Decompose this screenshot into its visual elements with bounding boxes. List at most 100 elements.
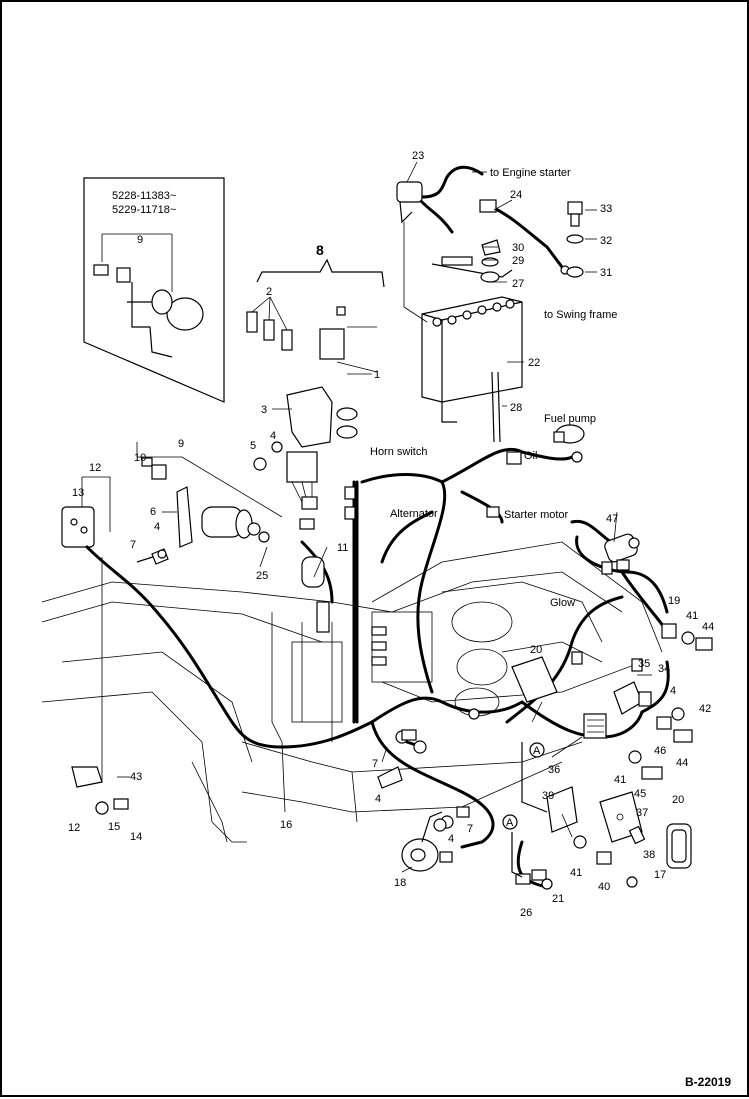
solenoid-47 [604, 533, 640, 571]
callout-41-a: 41 [686, 610, 698, 622]
leader-lines [117, 161, 652, 873]
serial-range-2: 5229-11718~ [112, 204, 176, 216]
callout-30: 30 [512, 242, 524, 254]
callout-17: 17 [654, 869, 666, 881]
callout-4-b: 4 [154, 521, 160, 533]
callout-33: 33 [600, 203, 612, 215]
callout-40: 40 [598, 881, 610, 893]
callout-45: 45 [634, 788, 646, 800]
relay-13 [61, 506, 95, 548]
callout-34: 34 [658, 663, 670, 675]
right-fasteners-top [661, 623, 713, 651]
callout-8: 8 [316, 242, 324, 258]
label-starter-motor: Starter motor [504, 509, 569, 521]
callout-5: 5 [250, 440, 256, 452]
callout-4-e: 4 [670, 685, 676, 697]
callout-37: 37 [636, 807, 648, 819]
label-alternator: Alternator [390, 508, 438, 520]
harness-connectors [299, 451, 613, 754]
callout-4-c: 4 [375, 793, 381, 805]
drawing-code: B-22019 [685, 1075, 731, 1089]
inset-bushing [116, 267, 131, 283]
callout-39: 39 [542, 790, 554, 802]
callout-4-d: 4 [448, 833, 454, 845]
callout-47: 47 [606, 513, 618, 525]
bottom-middle-parts [401, 806, 553, 890]
label-glow: Glow [550, 597, 575, 609]
callout-2: 2 [266, 286, 272, 298]
callout-9-inset: 9 [137, 234, 143, 246]
callout-16: 16 [280, 819, 292, 831]
callout-26: 26 [520, 907, 532, 919]
inset-horn [166, 297, 204, 331]
callout-29: 29 [512, 255, 524, 267]
bottom-right-parts [521, 742, 692, 888]
main-harness [85, 447, 670, 889]
callout-10: 10 [134, 452, 146, 464]
callout-4-a: 4 [270, 430, 276, 442]
callout-42: 42 [699, 703, 711, 715]
callout-11: 11 [337, 542, 348, 554]
group-13 [61, 476, 129, 815]
callout-12-top: 12 [89, 462, 101, 474]
callout-6: 6 [150, 506, 156, 518]
callout-7-a: 7 [130, 539, 136, 551]
inset-box: 5228-11383~ 5229-11718~ [83, 177, 225, 403]
callout-7-c: 7 [467, 823, 473, 835]
group-8 [246, 258, 385, 510]
callout-36: 36 [548, 764, 560, 776]
callout-31: 31 [600, 267, 612, 279]
callout-1: 1 [374, 369, 380, 381]
right-fasteners-middle [511, 656, 693, 780]
callout-23: 23 [412, 150, 424, 162]
battery-cables [396, 165, 570, 323]
label-swing-frame: to Swing frame [544, 309, 617, 321]
callout-19: 19 [668, 595, 680, 607]
callout-15: 15 [108, 821, 120, 833]
marker-a-bottom [502, 814, 518, 830]
callout-12-bottom: 12 [68, 822, 80, 834]
callout-3: 3 [261, 404, 267, 416]
callout-24: 24 [510, 189, 522, 201]
callout-21: 21 [552, 893, 564, 905]
battery-fasteners [480, 201, 584, 283]
marker-a-top [529, 742, 545, 758]
callout-20-a: 20 [530, 644, 542, 656]
callout-46: 46 [654, 745, 666, 757]
callout-43: 43 [130, 771, 142, 783]
callout-25: 25 [256, 570, 268, 582]
callout-38: 38 [643, 849, 655, 861]
inset-terminal [93, 264, 109, 276]
reference-markers: A A [502, 742, 545, 830]
label-engine-starter: to Engine starter [490, 167, 571, 179]
callout-numbers: 1 2 3 4 4 4 4 4 5 6 7 7 7 8 9 9 10 11 12… [68, 150, 714, 919]
label-horn-switch: Horn switch [370, 446, 427, 458]
callout-9: 9 [178, 438, 184, 450]
misc-fasteners [95, 549, 447, 832]
callout-28: 28 [510, 402, 522, 414]
callout-44-b: 44 [676, 757, 688, 769]
callout-22: 22 [528, 357, 540, 369]
annotations: to Engine starter to Swing frame Fuel pu… [370, 167, 617, 609]
callout-18: 18 [394, 877, 406, 889]
callout-41-b: 41 [614, 774, 626, 786]
callout-41-c: 41 [570, 867, 582, 879]
serial-range-1: 5228-11383~ [112, 190, 176, 202]
callout-27: 27 [512, 278, 524, 290]
callout-44-a: 44 [702, 621, 714, 633]
fuel-pump [553, 424, 585, 463]
callout-35: 35 [638, 658, 650, 670]
callout-7-b: 7 [372, 758, 378, 770]
battery-cable-boot [396, 181, 423, 203]
label-oil: Oil [524, 450, 537, 462]
callout-14: 14 [130, 831, 142, 843]
label-fuel-pump: Fuel pump [544, 413, 596, 425]
marker-a-top-label: A [533, 745, 541, 757]
horn-18 [401, 838, 439, 872]
battery-group [421, 256, 523, 443]
callout-20-b: 20 [672, 794, 684, 806]
callout-13: 13 [72, 487, 84, 499]
marker-a-bottom-label: A [506, 817, 514, 829]
